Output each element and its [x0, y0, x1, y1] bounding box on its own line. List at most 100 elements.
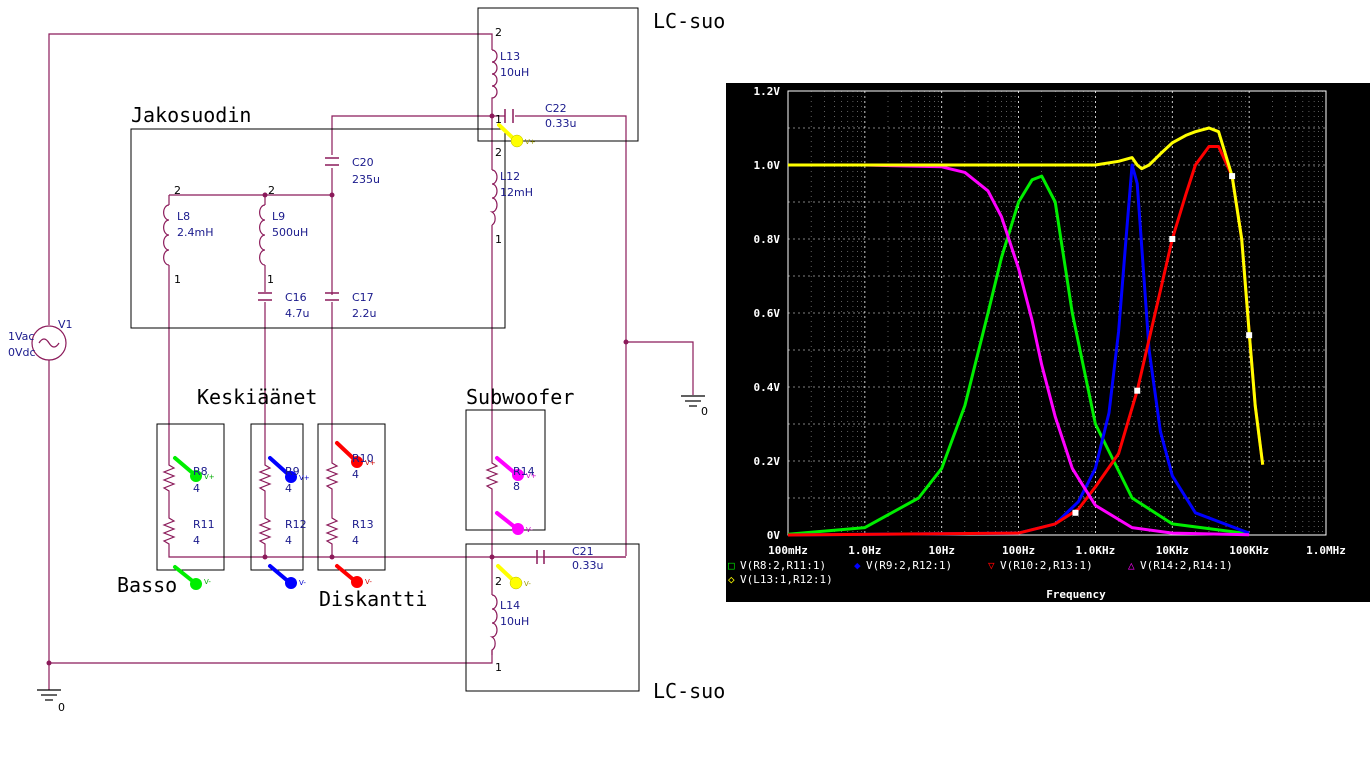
- c21-value: 0.33u: [572, 559, 603, 572]
- tweeter-label: Diskantti: [319, 587, 427, 611]
- resistor-r8-symbol: [162, 460, 176, 492]
- probe-label-r10-plus: V+: [365, 459, 376, 467]
- legend-entry: V(L13:1,R12:1): [740, 573, 833, 586]
- data-point-marker: [1246, 332, 1253, 339]
- series-line: [788, 126, 1265, 465]
- probe-l14-minus: [496, 564, 523, 590]
- probe-label-r14-minus: V-: [526, 526, 533, 534]
- x-tick-label: 1.0KHz: [1076, 544, 1116, 557]
- ground-label-right: 0: [701, 405, 708, 418]
- l13-value: 10uH: [500, 66, 529, 79]
- capacitor-c20-symbol: [325, 157, 339, 166]
- legend-entry: V(R9:2,R12:1): [866, 559, 952, 572]
- capacitor-c16-symbol: [258, 292, 272, 301]
- probe-label-r14-plus: V+: [526, 472, 537, 480]
- v1-ac: 1Vac: [8, 330, 34, 343]
- lc-filter-bottom-label: LC-suodin: [653, 679, 726, 703]
- voltage-source-v1-symbol: [31, 325, 67, 361]
- r8-value: 4: [193, 482, 200, 495]
- legend-marker: △: [1128, 559, 1135, 572]
- probe-r14-minus: [495, 511, 524, 535]
- probe-label-l14-minus: V-: [524, 580, 531, 588]
- x-tick-label: 10Hz: [928, 544, 955, 557]
- l9-name: L9: [272, 210, 285, 223]
- r14-name: R14: [513, 465, 535, 478]
- pin-label: 1: [495, 661, 502, 674]
- midrange-label: Keskiäänet: [197, 385, 317, 409]
- pin-label: 2: [268, 184, 275, 197]
- circuit-schematic: V+ V- V+ V- V+ V- V+ V- V+ V- 2 1 2 1 2 …: [8, 7, 726, 714]
- y-tick-label: 0.6V: [754, 307, 781, 320]
- r9-name: R9: [285, 465, 300, 478]
- resistor-r14-symbol: [485, 458, 499, 492]
- y-tick-label: 0.8V: [754, 233, 781, 246]
- v1-dc: 0Vdc: [8, 346, 36, 359]
- legend-marker: ◆: [854, 559, 861, 572]
- inductor-l12-symbol: [489, 169, 498, 226]
- r13-name: R13: [352, 518, 374, 531]
- resistor-r9-symbol: [258, 460, 272, 492]
- c20-name: C20: [352, 156, 374, 169]
- l13-name: L13: [500, 50, 520, 63]
- l12-value: 12mH: [500, 186, 533, 199]
- c17-value: 2.2u: [352, 307, 376, 320]
- pin-label: 2: [495, 26, 502, 39]
- l9-value: 500uH: [272, 226, 308, 239]
- r11-value: 4: [193, 534, 200, 547]
- l8-value: 2.4mH: [177, 226, 213, 239]
- series-line: [787, 174, 1250, 536]
- resistor-r11-symbol: [162, 515, 176, 545]
- y-tick-label: 0.2V: [754, 455, 781, 468]
- r14-value: 8: [513, 480, 520, 493]
- c21-name: C21: [572, 545, 594, 558]
- l12-name: L12: [500, 170, 520, 183]
- x-tick-label: 100mHz: [768, 544, 808, 557]
- ground-symbol-left: [37, 689, 61, 701]
- probe-label-r8-minus: V-: [204, 578, 211, 586]
- capacitor-c21-symbol: [536, 550, 545, 564]
- legend-entry: V(R8:2,R11:1): [740, 559, 826, 572]
- data-point-marker: [1229, 173, 1236, 180]
- l14-name: L14: [500, 599, 520, 612]
- l8-name: L8: [177, 210, 190, 223]
- probe-r10-plus: [335, 441, 363, 468]
- resistor-r12-symbol: [258, 515, 272, 545]
- series-line: [788, 163, 1250, 537]
- pin-label: 2: [495, 575, 502, 588]
- c20-value: 235u: [352, 173, 380, 186]
- probe-r9-plus: [268, 456, 297, 483]
- resistor-r10-symbol: [325, 458, 339, 492]
- v1-name: V1: [58, 318, 73, 331]
- capacitor-c17-symbol: [325, 292, 339, 301]
- probe-label-r10-minus: V-: [365, 578, 372, 586]
- c16-value: 4.7u: [285, 307, 309, 320]
- c22-value: 0.33u: [545, 117, 576, 130]
- c22-name: C22: [545, 102, 567, 115]
- inductor-l9-symbol: [259, 204, 266, 266]
- probe-label-l13-plus: V+: [525, 138, 536, 146]
- probe-l13-plus: [497, 123, 524, 148]
- inductor-l14-symbol: [489, 594, 498, 655]
- crossover-filter-label: Jakosuodin: [131, 103, 251, 127]
- r12-value: 4: [285, 534, 292, 547]
- legend-marker: □: [728, 559, 735, 572]
- probe-label-r9-minus: V-: [299, 579, 306, 587]
- bass-label: Basso: [117, 573, 177, 597]
- r12-name: R12: [285, 518, 307, 531]
- lc-filter-top-label: LC-suodin: [653, 9, 726, 33]
- x-tick-label: 100KHz: [1229, 544, 1269, 557]
- inductor-l8-symbol: [163, 204, 170, 266]
- ground-symbol-right: [681, 395, 705, 407]
- r13-value: 4: [352, 534, 359, 547]
- r9-value: 4: [285, 482, 292, 495]
- ground-label-left: 0: [58, 701, 65, 714]
- pin-label: 1: [495, 233, 502, 246]
- probe-r8-minus: [173, 565, 202, 590]
- probe-r10-minus: [335, 564, 363, 588]
- c17-name: C17: [352, 291, 374, 304]
- probe-label-r9-plus: V+: [299, 474, 310, 482]
- pin-label: 2: [495, 146, 502, 159]
- data-point-marker: [1169, 236, 1176, 242]
